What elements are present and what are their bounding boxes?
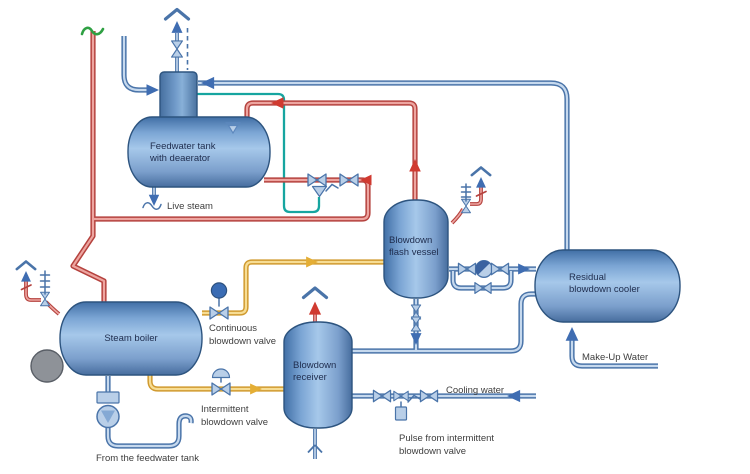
flash-safety-vent-chevron-icon <box>470 166 492 177</box>
continuous-valve-actuator-icon <box>210 282 228 299</box>
flash-vessel-label-2: flash vessel <box>389 247 439 258</box>
deaerator-return-left-arrow <box>201 76 215 90</box>
sparge-isolation-valve-icon <box>307 173 327 187</box>
pulse-label-2: blowdown valve <box>399 446 466 457</box>
cooling-water-check-valve-icon <box>407 394 421 403</box>
receiver-vent-chevron-icon <box>301 286 329 300</box>
deaerator-vent-condensate-line <box>197 92 321 214</box>
boiler-safety-spring-icon <box>39 270 51 295</box>
blowdown-receiver-vessel <box>283 321 353 429</box>
symbols <box>15 7 579 454</box>
makeup-water-up-arrow <box>565 327 579 341</box>
feedwater-tank-vessel <box>127 116 271 188</box>
vessels: Steam boiler Feedwater tank with deaerat… <box>30 71 681 429</box>
flash-safety-up-arrow <box>476 177 486 188</box>
deaerator-inlet-right-arrow <box>146 84 159 96</box>
sparge-check-valve-icon <box>325 183 339 192</box>
cooler-inlet-valve-1-icon <box>457 262 477 276</box>
intermittent-valve-label-1: Intermittent <box>201 404 249 415</box>
annotations: Live steam Continuous blowdown valve Int… <box>96 201 648 464</box>
vent-stack-valve-icon <box>171 40 183 58</box>
intermittent-valve-actuator-icon <box>211 368 231 379</box>
vent-stack-up-arrow <box>171 21 183 33</box>
cooler-label-2: blowdown cooler <box>569 284 640 295</box>
boiler-safety-vent-chevron-icon <box>15 260 37 271</box>
continuous-valve-label-1: Continuous <box>209 323 257 334</box>
cooler-inlet-valve-2-icon <box>490 262 510 276</box>
flash-steam-up-arrow <box>409 159 421 172</box>
deaerator-vent-chevron-icon <box>163 7 191 21</box>
deaerator-head <box>159 71 198 123</box>
flash-drain-valve-2-icon <box>410 316 422 332</box>
receiver-label-2: receiver <box>293 372 327 383</box>
intermittent-valve-label-2: blowdown valve <box>201 417 268 428</box>
continuous-blowdown-right-arrow <box>306 256 318 268</box>
feed-pump-impeller <box>101 410 115 423</box>
cooling-water-solenoid-valve-icon <box>393 390 409 402</box>
feedwater-tank-label-1: Feedwater tank <box>150 141 216 152</box>
level-indicator-triangle <box>227 124 239 135</box>
receiver-drain-outlet-icon <box>307 444 323 454</box>
boiler-safety-exhaust-pipe <box>24 281 41 302</box>
sparge-drain-icon <box>311 185 328 198</box>
flash-vessel-label-1: Blowdown <box>389 235 432 246</box>
live-steam-squiggle-icon <box>142 202 162 210</box>
deaerator-inlet-pipe <box>121 36 150 93</box>
flash-drain-down-arrow <box>410 333 422 345</box>
solenoid-body-icon <box>394 406 408 421</box>
steam-boiler-vessel <box>59 301 203 376</box>
cooling-water-valve-1-icon <box>372 389 392 403</box>
blowdown-flash-vessel <box>383 199 449 299</box>
intermittent-blowdown-right-arrow <box>250 383 262 395</box>
steam-boiler-label: Steam boiler <box>104 333 157 344</box>
continuous-blowdown-pipe <box>202 259 384 316</box>
flash-safety-break-tick <box>475 190 487 197</box>
boiler-steam-riser-pipe <box>70 31 107 303</box>
receiver-to-cooler-pipe <box>350 291 537 354</box>
makeup-water-label: Make-Up Water <box>582 352 648 363</box>
live-steam-label: Live steam <box>167 201 213 212</box>
cooler-control-ball-valve-half <box>475 260 490 275</box>
cooling-water-left-arrow <box>507 389 521 403</box>
from-feedwater-tank-label: From the feedwater tank <box>96 453 199 464</box>
pipe-break-icon <box>80 26 105 36</box>
receiver-vent-up-arrow <box>308 301 322 315</box>
cooler-inlet-right-arrow <box>518 263 530 275</box>
sparge-stop-valve-icon <box>339 173 359 187</box>
boiler-safety-break-tick <box>20 284 32 291</box>
bypass-valve-icon <box>474 282 492 294</box>
continuous-valve-label-2: blowdown valve <box>209 336 276 347</box>
continuous-blowdown-valve-icon <box>209 306 229 320</box>
flash-safety-spring-icon <box>460 183 472 202</box>
boiler-safety-up-arrow <box>21 271 31 282</box>
pulse-label-1: Pulse from intermittent <box>399 433 494 444</box>
residual-blowdown-cooler-vessel <box>534 249 681 323</box>
cooling-water-valve-2-icon <box>419 389 439 403</box>
intermittent-blowdown-valve-icon <box>211 382 231 396</box>
feed-check-valve-icon <box>96 391 120 404</box>
cooling-water-label: Cooling water <box>446 385 504 396</box>
receiver-label-1: Blowdown <box>293 360 336 371</box>
boiler-burner <box>30 349 64 383</box>
feedwater-tank-label-2: with deaerator <box>149 153 210 164</box>
flash-steam-left-arrow <box>271 97 284 109</box>
cooler-label-1: Residual <box>569 272 606 283</box>
